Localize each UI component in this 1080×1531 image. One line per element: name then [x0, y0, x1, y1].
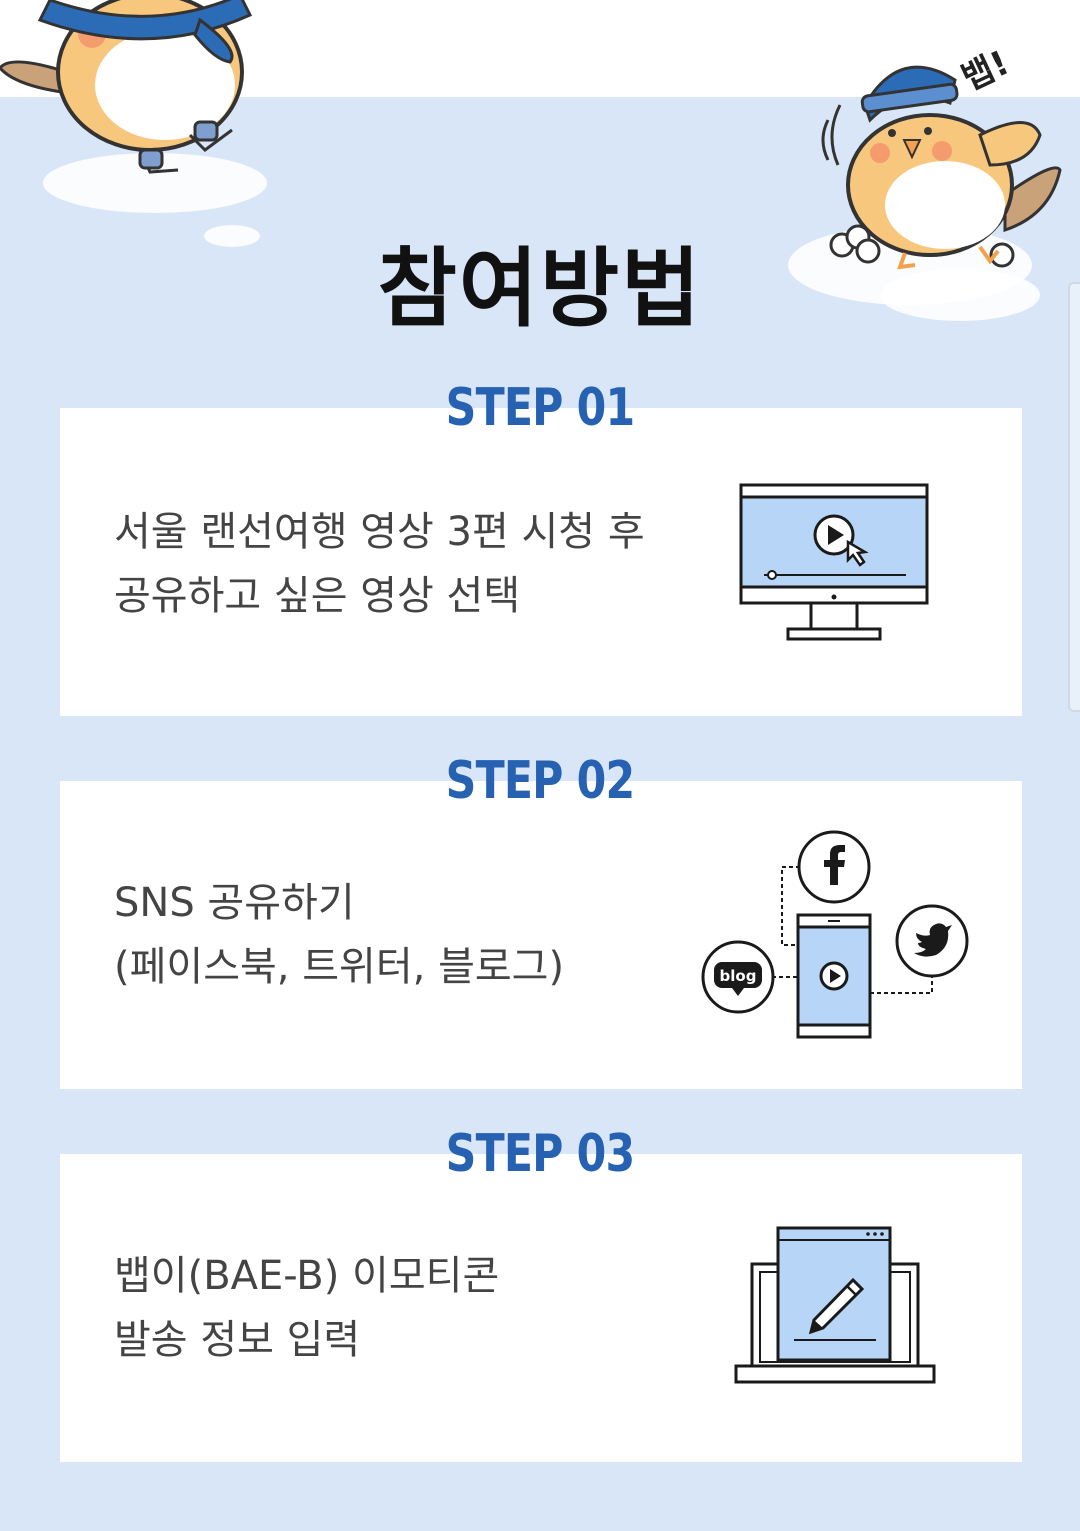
step-3-description: 뱁이(BAE-B) 이모티콘 발송 정보 입력: [114, 1244, 499, 1372]
step-2-line-2: (페이스북, 트위터, 블로그): [114, 944, 565, 990]
step-2-line-1: SNS 공유하기: [114, 880, 355, 926]
skating-bird-mascot: [0, 0, 267, 247]
step-card-2: SNS 공유하기 (페이스북, 트위터, 블로그) blog: [60, 781, 1022, 1089]
step-1-description: 서울 랜선여행 영상 3편 시청 후 공유하고 싶은 영상 선택: [114, 500, 645, 628]
step-3-line-1: 뱁이(BAE-B) 이모티콘: [114, 1253, 500, 1299]
scrollbar[interactable]: [1068, 282, 1080, 712]
step-3-label: STEP 03: [445, 1124, 635, 1184]
page-title: 참여방법: [377, 239, 703, 339]
step-3-line-2: 발송 정보 입력: [114, 1317, 361, 1363]
step-card-1: 서울 랜선여행 영상 3편 시청 후 공유하고 싶은 영상 선택: [60, 408, 1022, 716]
mascot-exclaim-text: 뱁!: [956, 43, 1015, 99]
beanie-bird-mascot: 뱁!: [788, 43, 1062, 321]
step-1-label: STEP 01: [445, 378, 635, 438]
step-1-line-2: 공유하고 싶은 영상 선택: [114, 573, 521, 619]
step-1-line-1: 서울 랜선여행 영상 3편 시청 후: [114, 509, 645, 555]
sns-share-icon: blog: [701, 830, 969, 1039]
step-card-3: 뱁이(BAE-B) 이모티콘 발송 정보 입력: [60, 1154, 1022, 1462]
laptop-edit-icon: [734, 1226, 936, 1384]
step-2-description: SNS 공유하기 (페이스북, 트위터, 블로그): [114, 871, 564, 999]
blog-icon-label: blog: [720, 967, 757, 985]
step-2-label: STEP 02: [445, 751, 635, 811]
video-monitor-icon: [739, 483, 929, 641]
